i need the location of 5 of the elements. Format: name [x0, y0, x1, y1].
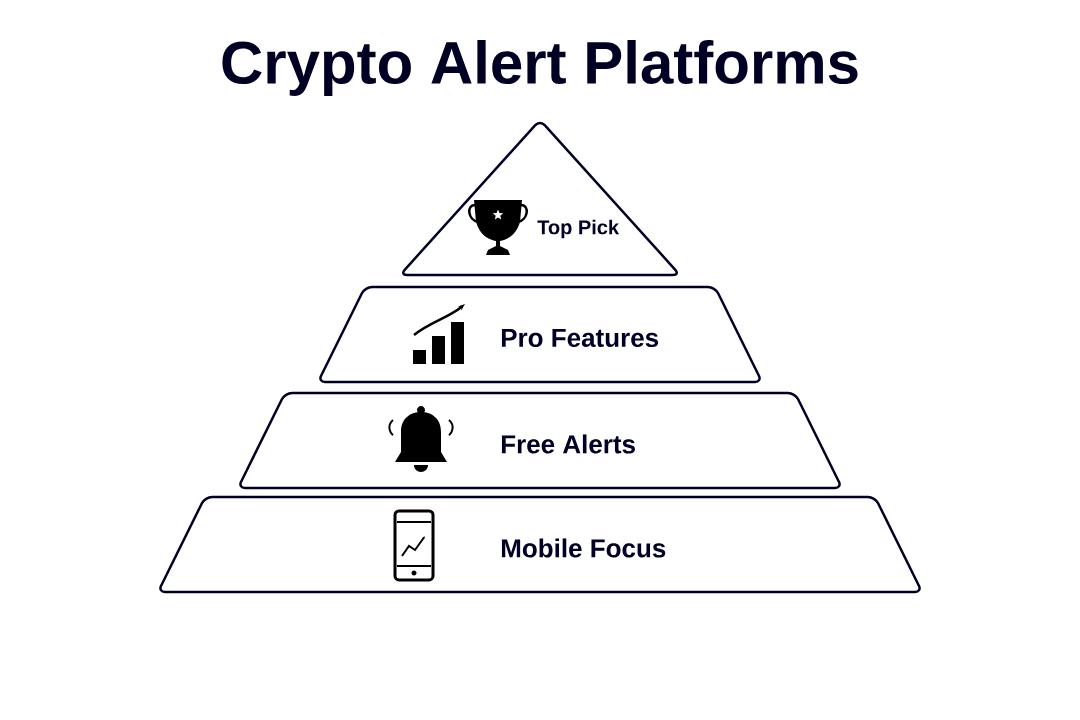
pyramid-tier: Free Alerts: [239, 391, 841, 490]
pyramid-tier: Mobile Focus: [159, 495, 921, 594]
pyramid-tier: Top Pick: [402, 121, 678, 277]
pyramid-tier: Pro Features: [319, 285, 761, 384]
title: Crypto Alert Platforms: [222, 40, 858, 96]
